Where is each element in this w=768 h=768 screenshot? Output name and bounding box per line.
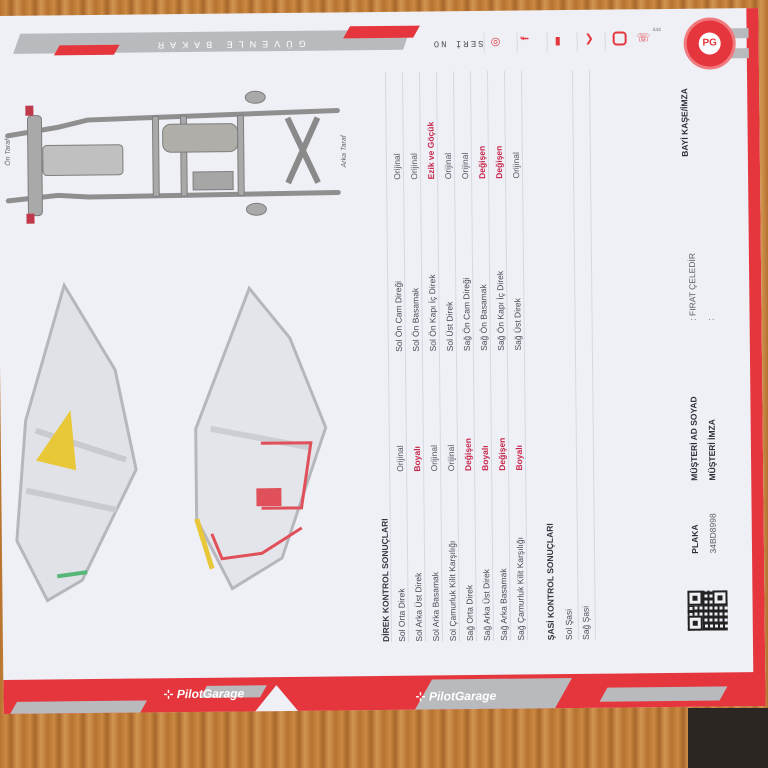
divider — [604, 31, 606, 52]
sasi-row-part: Sol Şasi — [563, 608, 574, 641]
inspection-report-sheet: GÜVENLE BAKAR SERİ NO ◎ f ▮ ❯ ☏ 444 PG — [0, 8, 766, 714]
direk-row-part: Sol Arka Üst Direk — [413, 572, 424, 642]
direk-row-part: Sağ Üst Direk — [512, 298, 523, 351]
direk-row-part: Sol Ön Kapı İç Direk — [427, 274, 438, 352]
direk-row-status: Boyalı — [479, 445, 491, 471]
direk-row-part: Sağ Arka Basamak — [498, 568, 509, 641]
plate-label: PLAKA — [689, 524, 701, 554]
header-red-accent — [53, 44, 120, 56]
divider — [576, 31, 578, 52]
youtube-icon: ▮ — [554, 35, 561, 48]
footer-brand-text: PilotGarage — [176, 686, 245, 702]
direk-row-status: Orijinal — [510, 152, 522, 179]
rear-label: Arka Taraf — [341, 134, 348, 168]
header-red-accent-2 — [343, 25, 420, 39]
slogan-text: GÜVENLE BAKAR — [151, 38, 306, 51]
customer-signature-label: MÜŞTERİ İMZA — [706, 419, 718, 481]
direk-row-status: Değişen — [493, 145, 505, 179]
seal-logo-icon: PG — [698, 32, 721, 55]
pillar-diagram-left — [15, 281, 138, 603]
direk-row-part: Sol Ön Cam Direği — [393, 280, 404, 352]
footer-brand-logo-2: ⊹ PilotGarage — [415, 688, 497, 704]
table-edge-shadow — [688, 708, 768, 768]
sasi-row-part: Sağ Şasi — [580, 605, 591, 640]
direk-row-status: Orijinal — [442, 152, 454, 180]
direk-row-status: Orijinal — [394, 445, 406, 472]
customer-name-label: MÜŞTERİ AD SOYAD — [688, 396, 700, 481]
direk-row-part: Sol Ön Basamak — [410, 287, 421, 352]
facebook-icon: f — [519, 36, 532, 41]
dealer-stamp-label: BAYİ KAŞE/İMZA — [679, 88, 690, 157]
phone-number: 444 — [652, 27, 661, 34]
instagram-icon — [612, 31, 627, 46]
front-label: Ön Taraf — [4, 138, 12, 166]
phone-icon: ☏ — [636, 32, 651, 45]
direk-row-part: Sol Arka Basamak — [430, 571, 441, 642]
divider — [516, 32, 518, 53]
direk-row-status: Değişen — [496, 437, 508, 471]
direk-kontrol-title: DİREK KONTROL SONUÇLARI — [379, 518, 391, 643]
customer-signature-value: : — [705, 318, 716, 321]
direk-row-status: Orijinal — [459, 152, 471, 180]
direk-row-status: Değişen — [462, 437, 474, 472]
seal-badge: PG — [686, 20, 733, 67]
chassis-diagram: Ön Taraf Arka Taraf — [4, 90, 348, 224]
direk-row-part: Sağ Çamurluk Kilit Karşılığı — [514, 537, 526, 641]
footer-grey-shape — [599, 686, 728, 702]
direk-row-part: Sol Orta Direk — [396, 588, 407, 642]
footer-brand-logo: ⊹ PilotGarage — [163, 686, 245, 702]
customer-name-value: : FIRAT ÇELEDİR — [686, 252, 698, 321]
direk-row-part: Sağ Ön Kapı İç Direk — [495, 270, 506, 351]
direk-row-part: Sol Üst Direk — [444, 301, 455, 352]
qr-code — [687, 590, 728, 631]
direk-row-part: Sağ Ön Basamak — [478, 284, 489, 351]
header-band — [736, 8, 765, 706]
direk-row-part: Sağ Arka Üst Direk — [481, 569, 492, 641]
direk-row-part: Sağ Ön Cam Direği — [461, 277, 472, 352]
direk-row-status: Orijinal — [428, 444, 440, 472]
sasi-kontrol-title: ŞASİ KONTROL SONUÇLARI — [544, 523, 556, 641]
direk-row-status: Boyalı — [411, 446, 423, 472]
divider — [483, 32, 485, 53]
whatsapp-icon: ◎ — [490, 35, 501, 48]
footer-grey-shape — [10, 700, 148, 714]
direk-row-status: Ezik ve Göçük — [425, 121, 437, 180]
serial-label: SERİ NO — [431, 37, 484, 49]
direk-row-status: Değişen — [476, 145, 488, 179]
direk-row-part: Sağ Orta Direk — [464, 584, 475, 642]
direk-row-status: Orijinal — [408, 153, 420, 180]
plate-value: 34BD8998 — [707, 513, 719, 554]
direk-row-part: Sol Çamurluk Kilit Karşılığı — [446, 540, 458, 642]
direk-row-status: Boyalı — [513, 444, 525, 471]
pillar-diagram-right — [194, 285, 328, 591]
direk-row-status: Orijinal — [445, 444, 457, 472]
direk-row-status: Orijinal — [391, 153, 403, 180]
twitter-icon: ❯ — [584, 32, 594, 45]
footer-brand-text-2: PilotGarage — [428, 688, 497, 704]
divider — [546, 32, 548, 53]
